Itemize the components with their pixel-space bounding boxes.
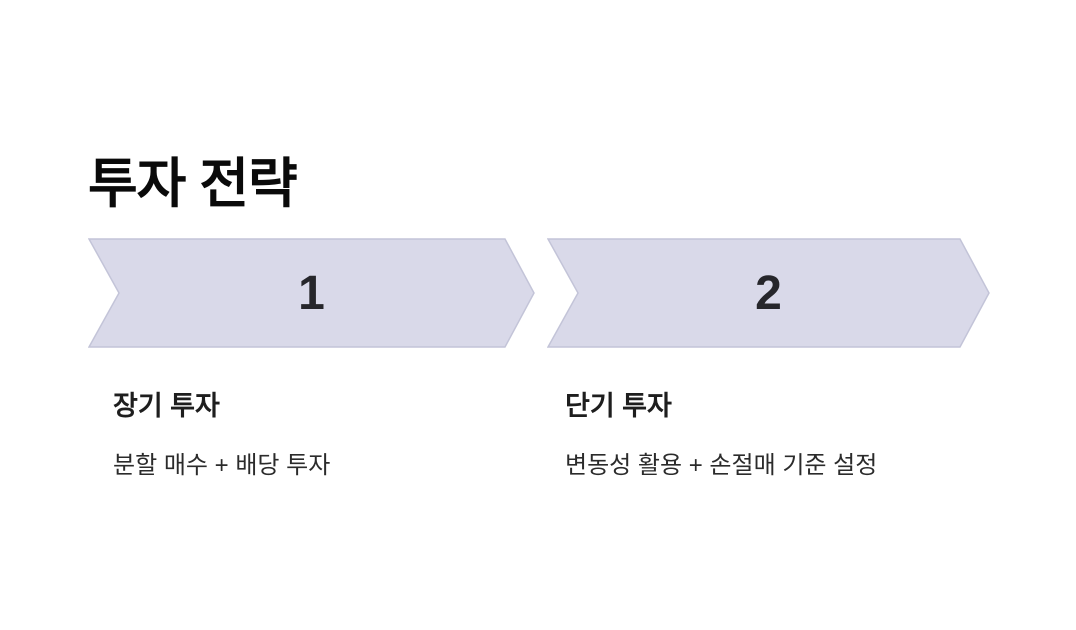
step-heading: 장기 투자	[113, 391, 220, 421]
chevron-arrow-icon	[547, 238, 990, 348]
step-heading: 단기 투자	[565, 391, 672, 421]
chevron-arrow-icon	[88, 238, 535, 348]
chevron-arrow-2: 2	[547, 238, 990, 348]
process-step-2: 2 단기 투자 변동성 활용 + 손절매 기준 설정	[547, 238, 990, 479]
process-step-1: 1 장기 투자 분할 매수 + 배당 투자	[88, 238, 535, 479]
step-number: 1	[298, 266, 325, 320]
step-description: 변동성 활용 + 손절매 기준 설정	[565, 451, 878, 479]
page-title: 투자 전략	[88, 154, 298, 215]
step-description: 분할 매수 + 배당 투자	[113, 451, 331, 479]
chevron-arrow-1: 1	[88, 238, 535, 348]
step-number: 2	[755, 266, 782, 320]
